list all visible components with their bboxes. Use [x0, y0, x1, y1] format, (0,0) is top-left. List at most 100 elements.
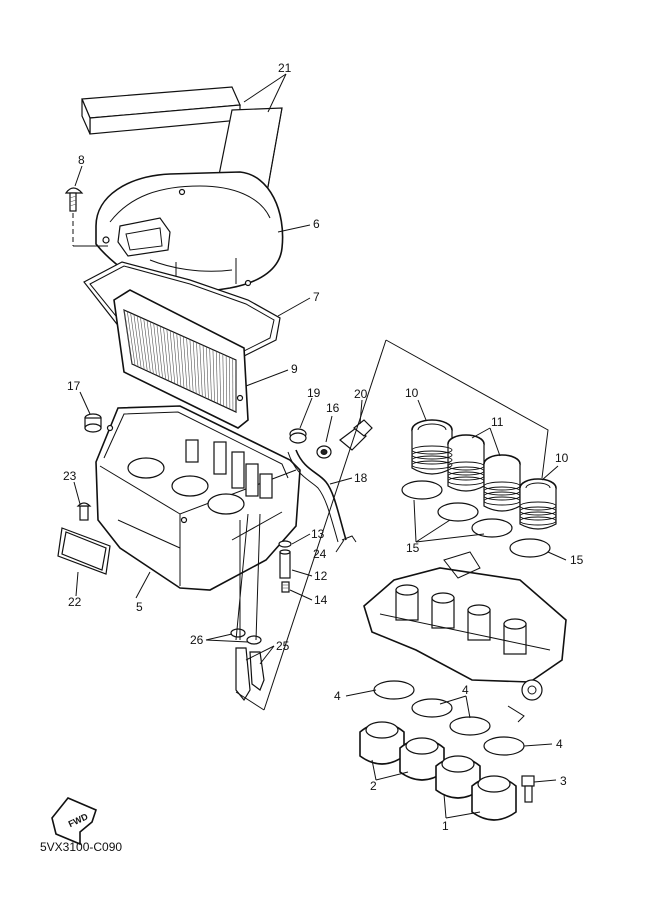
funnel-rib	[447, 466, 485, 476]
callout-10-left: 10	[405, 386, 419, 400]
callout-10-right: 10	[555, 451, 569, 465]
filter-pleat-line	[159, 326, 166, 380]
callout-1: 1	[442, 819, 449, 833]
part-9-air-filter	[113, 289, 249, 429]
callout-14: 14	[314, 593, 328, 607]
filter-pleat-line	[182, 336, 188, 390]
callout-21: 21	[278, 61, 292, 75]
funnel-rib	[447, 471, 485, 481]
funnel-rib	[519, 516, 557, 526]
callout-11: 11	[491, 415, 504, 429]
filter-pleat-line	[130, 312, 139, 367]
throttle-body-assembly	[363, 551, 567, 723]
filter-pleat-line	[146, 320, 154, 374]
funnel-rib	[411, 450, 453, 460]
callout-numbers: 21 8 6 7 9 17 19 16 20 10 11 10 18 23 13…	[63, 61, 584, 833]
part-12-drain-tube	[279, 549, 291, 579]
callout-4-mid: 4	[462, 683, 469, 697]
part-5-airbox-case	[95, 405, 301, 591]
callout-16: 16	[326, 401, 340, 415]
leader-lines	[73, 73, 567, 819]
filter-pleat-line	[166, 329, 173, 383]
filter-pleat-line	[126, 311, 136, 366]
filter-pleat-line	[199, 343, 203, 397]
part-18-hose	[287, 449, 347, 543]
funnel-rib	[411, 460, 453, 470]
callout-25: 25	[276, 639, 290, 653]
part-2-intake-joints	[359, 721, 445, 781]
funnel-rib	[483, 491, 521, 501]
part-19-hose-clamp	[289, 428, 307, 444]
filter-pleat-line	[136, 315, 145, 370]
filter-pleat-line	[219, 352, 222, 405]
part-24-clip	[341, 535, 357, 543]
funnel-rib	[447, 476, 485, 486]
filter-pleat-line	[186, 337, 191, 391]
filter-pleat-line	[163, 327, 170, 381]
filter-pleat-line	[212, 349, 215, 403]
callout-6: 6	[313, 217, 320, 231]
funnel-rib	[483, 486, 521, 496]
callout-18: 18	[354, 471, 368, 485]
callout-7: 7	[313, 290, 320, 304]
funnel-rib-lines	[411, 445, 557, 526]
part-3-screw	[521, 775, 535, 803]
part-8-screw	[64, 187, 84, 246]
callout-15-right: 15	[570, 553, 584, 567]
filter-pleat-line	[140, 317, 148, 372]
part-15-clamps	[401, 480, 551, 558]
callout-12: 12	[314, 569, 328, 583]
filter-pleat-line	[173, 332, 179, 386]
part-25-drain-hoses	[235, 647, 265, 702]
filter-pleat-line	[196, 342, 200, 396]
part-23-bolt	[76, 502, 92, 521]
funnel-rib	[411, 445, 453, 455]
callout-13: 13	[311, 527, 325, 541]
part-13-clip	[278, 540, 292, 548]
forward-direction-arrow: FWD	[51, 797, 97, 846]
callout-19: 19	[307, 386, 321, 400]
callout-3: 3	[560, 774, 567, 788]
part-22-label-plate	[57, 527, 111, 575]
part-10-funnel-right	[519, 478, 557, 530]
callout-9: 9	[291, 362, 298, 376]
callout-15-left: 15	[406, 541, 420, 555]
part-14-drain-plug	[281, 581, 290, 593]
filter-pleat-line	[123, 309, 133, 365]
funnel-rib	[519, 506, 557, 516]
filter-pleat-line	[222, 354, 225, 407]
filter-pleat-line	[192, 340, 197, 394]
part-10-funnel-left	[411, 419, 453, 475]
funnel-rib	[519, 501, 557, 511]
filter-pleat-line	[143, 318, 151, 373]
filter-pleat-line	[202, 345, 206, 398]
funnel-rib	[447, 461, 485, 471]
part-16-cap	[316, 445, 332, 459]
filter-pleat-line	[153, 323, 160, 377]
filter-pleat-line	[156, 324, 163, 379]
callout-24: 24	[313, 547, 327, 561]
callout-23: 23	[63, 469, 77, 483]
callout-26: 26	[190, 633, 204, 647]
funnel-rib	[483, 496, 521, 506]
filter-pleat-line	[133, 314, 142, 369]
filter-pleat-line	[179, 334, 185, 389]
filter-pleat-line	[189, 339, 194, 393]
funnel-rib	[411, 455, 453, 465]
callout-8: 8	[78, 153, 85, 167]
filter-pleat-line	[215, 351, 218, 404]
filter-pleat-line	[209, 348, 212, 401]
filter-pleat-line	[169, 330, 176, 384]
part-1-intake-joints	[435, 755, 517, 821]
callout-5: 5	[136, 600, 143, 614]
part-17-grommet	[84, 413, 102, 433]
callout-4-right: 4	[556, 737, 563, 751]
callout-22: 22	[68, 595, 82, 609]
filter-pleat-line	[225, 355, 228, 408]
filter-pleat-line	[176, 333, 182, 387]
diagram-code: 5VX3100-C090	[40, 840, 122, 854]
assembly-bracket-lines	[73, 245, 549, 711]
filter-pleat-line	[206, 346, 209, 400]
